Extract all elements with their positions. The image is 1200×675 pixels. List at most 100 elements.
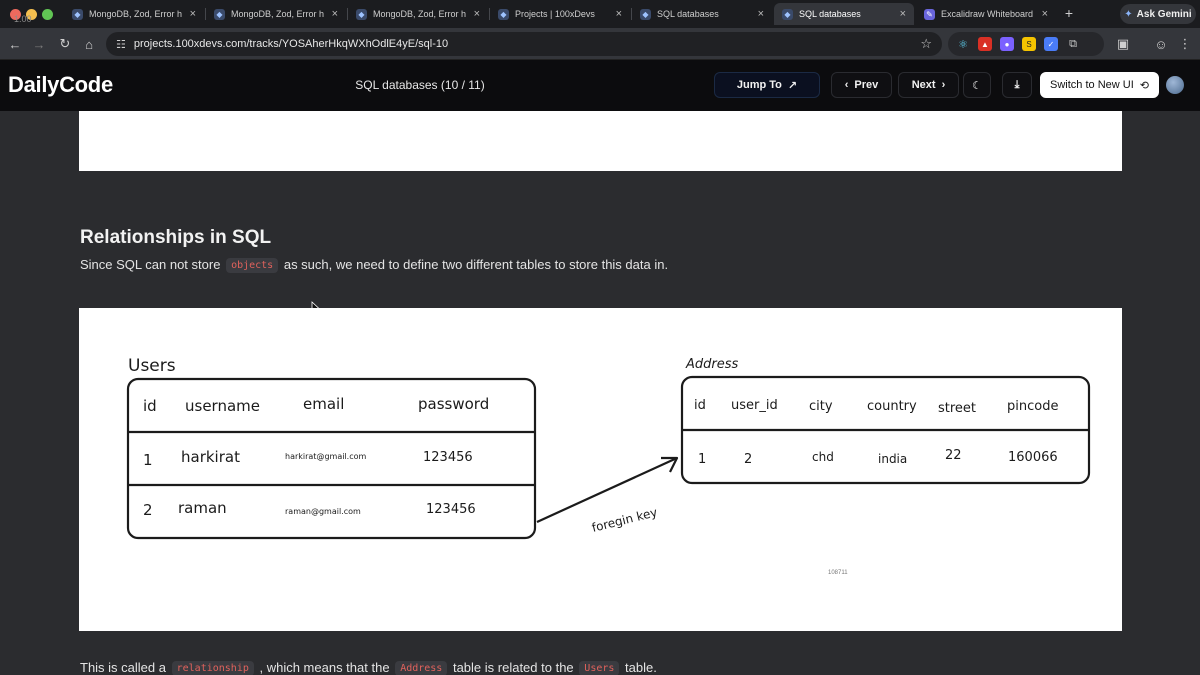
window-minimize-button[interactable] [26, 9, 37, 20]
users-table-outline [126, 377, 537, 540]
users-cell: 2 [143, 501, 153, 519]
tab-close-icon[interactable]: × [473, 8, 480, 20]
address-header-user-id: user_id [731, 398, 778, 413]
inline-code: objects [226, 258, 279, 273]
gemini-sparkle-icon: ✦ [1124, 8, 1133, 20]
address-table-title: Address [685, 357, 739, 372]
download-button[interactable]: ⤓ [1002, 72, 1032, 98]
address-bar[interactable]: ☷ projects.100xdevs.com/tracks/YOSAherHk… [106, 32, 942, 56]
tab-close-icon[interactable]: × [899, 8, 906, 20]
extension-blue-check-icon[interactable]: ✓ [1044, 37, 1058, 51]
users-cell: 123456 [426, 502, 476, 517]
tab-close-icon[interactable]: × [189, 8, 196, 20]
users-table-title: Users [128, 356, 176, 376]
site-favicon-icon: ◆ [782, 8, 793, 20]
users-header-password: password [418, 395, 489, 413]
bookmark-star-icon[interactable]: ☆ [920, 36, 932, 51]
avatar[interactable] [1166, 76, 1184, 94]
users-cell: raman [178, 499, 227, 517]
address-header-street: street [938, 401, 976, 416]
jump-to-button[interactable]: Jump To ↗ [714, 72, 820, 98]
site-info-icon[interactable]: ☷ [116, 38, 126, 51]
address-cell: 160066 [1008, 450, 1058, 465]
extension-red-icon[interactable]: ▲ [978, 37, 992, 51]
section-heading: Relationships in SQL [80, 227, 272, 248]
download-icon: ⤓ [1014, 78, 1020, 91]
react-devtools-icon[interactable]: ⚛ [958, 38, 968, 51]
page-title: SQL databases (10 / 11) [355, 78, 485, 92]
browser-tab-6-active[interactable]: ◆ SQL databases × [774, 3, 914, 25]
browser-tab-4[interactable]: ◆ Projects | 100xDevs × [490, 3, 630, 25]
next-button[interactable]: Next › [898, 72, 959, 98]
site-favicon-icon: ◆ [640, 8, 651, 20]
switch-to-new-ui-button[interactable]: Switch to New UI ⟲ [1040, 72, 1159, 98]
address-cell: 1 [698, 452, 706, 467]
users-cell: 123456 [423, 450, 473, 465]
extensions-puzzle-icon[interactable]: ⧉ [1069, 37, 1077, 50]
extension-purple-icon[interactable]: ● [1000, 37, 1014, 51]
chevron-right-icon: › [941, 79, 946, 91]
theme-toggle-button[interactable]: ☾ [963, 72, 991, 98]
address-header-country: country [867, 399, 917, 414]
inline-code: Users [579, 661, 620, 675]
app-header: DailyCode SQL databases (10 / 11) Jump T… [0, 60, 1200, 111]
moon-icon: ☾ [972, 79, 982, 92]
reload-icon[interactable]: ↻ [59, 36, 71, 51]
site-favicon-icon: ◆ [356, 8, 367, 20]
relationship-paragraph: This is called a relationship , which me… [80, 660, 657, 675]
tab-close-icon[interactable]: × [331, 8, 338, 20]
users-header-email: email [303, 395, 344, 413]
forward-arrow-icon[interactable]: → [32, 36, 46, 52]
diagram-canvas: Users id username email password 1 harki… [126, 356, 1091, 540]
users-header-id: id [143, 397, 157, 415]
address-cell: 22 [945, 448, 962, 463]
address-header-pincode: pincode [1007, 399, 1058, 414]
browser-tab-7[interactable]: ✎ Excalidraw Whiteboard × [916, 3, 1056, 25]
browser-tab-strip: 1.00 ◆ MongoDB, Zod, Error h × ◆ MongoDB… [0, 0, 1200, 28]
logo[interactable]: DailyCode [8, 72, 113, 97]
address-cell: india [878, 452, 907, 466]
site-favicon-icon: ◆ [498, 8, 509, 20]
users-cell: harkirat [181, 448, 240, 466]
profile-icon[interactable]: ☺ [1154, 36, 1168, 52]
url-text: projects.100xdevs.com/tracks/YOSAherHkqW… [133, 38, 449, 50]
lesson-content: Relationships in SQL Since SQL can not s… [0, 111, 1200, 675]
back-arrow-icon[interactable]: ← [8, 36, 22, 52]
diagram-watermark: 108711 [828, 570, 848, 576]
browser-tab-5[interactable]: ◆ SQL databases × [632, 3, 772, 25]
side-panel-icon[interactable]: ▣ [1116, 36, 1130, 51]
browser-tab-2[interactable]: ◆ MongoDB, Zod, Error h × [206, 3, 346, 25]
users-cell: 1 [143, 451, 153, 469]
arrow-up-right-icon: ↗ [787, 79, 798, 92]
intro-paragraph: Since SQL can not store objects as such,… [80, 257, 669, 273]
refresh-icon: ⟲ [1139, 79, 1149, 92]
browser-menu-icon[interactable]: ⋮ [1178, 36, 1192, 51]
extensions-area: ⚛ ▲ ● S ✓ ⧉ [948, 32, 1104, 56]
chevron-left-icon: ‹ [844, 79, 849, 91]
browser-tab-3[interactable]: ◆ MongoDB, Zod, Error h × [348, 3, 488, 25]
tab-close-icon[interactable]: × [1041, 8, 1048, 20]
address-cell: chd [812, 450, 834, 464]
foreign-key-arrow [536, 456, 678, 524]
ask-gemini-button[interactable]: ✦ Ask Gemini [1120, 4, 1196, 24]
inline-code: relationship [171, 661, 254, 675]
tab-close-icon[interactable]: × [757, 8, 764, 20]
browser-tab-1[interactable]: ◆ MongoDB, Zod, Error h × [64, 3, 204, 25]
tab-close-icon[interactable]: × [615, 8, 622, 20]
browser-toolbar: ← → ↻ ⌂ ☷ projects.100xdevs.com/tracks/Y… [0, 28, 1200, 60]
home-icon[interactable]: ⌂ [85, 36, 93, 52]
users-header-username: username [185, 397, 260, 415]
users-cell: harkirat@gmail.com [285, 452, 367, 461]
window-maximize-button[interactable] [42, 9, 53, 20]
address-header-id: id [694, 398, 706, 413]
prev-button[interactable]: ‹ Prev [831, 72, 892, 98]
new-tab-button[interactable]: + [1064, 5, 1074, 21]
previous-image-card [79, 111, 1122, 171]
window-close-button[interactable] [10, 9, 21, 20]
site-favicon-icon: ◆ [214, 8, 225, 20]
extension-yellow-icon[interactable]: S [1022, 37, 1036, 51]
relationship-diagram: Users id username email password 1 harki… [79, 308, 1122, 631]
users-cell: raman@gmail.com [285, 507, 361, 516]
address-header-city: city [809, 399, 833, 414]
inline-code: Address [395, 661, 448, 675]
